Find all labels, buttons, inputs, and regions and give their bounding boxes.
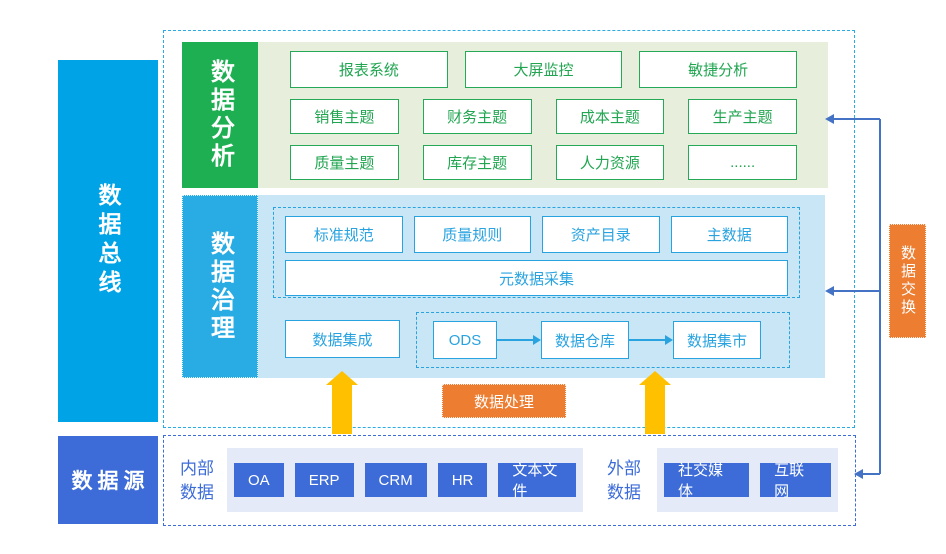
- left-arrowhead-icon: [825, 286, 834, 296]
- analysis-row-2: 销售主题 财务主题 成本主题 生产主题: [290, 99, 797, 134]
- up-arrowhead-icon: [326, 371, 358, 385]
- analysis-row-3: 质量主题 库存主题 人力资源 ......: [290, 145, 797, 180]
- left-arrowhead-icon: [825, 114, 834, 124]
- external-sources-strip: 社交媒体 互联网: [657, 448, 838, 512]
- analysis-row-1: 报表系统 大屏监控 敏捷分析: [290, 51, 798, 88]
- governance-section: 数据治理 标准规范 质量规则 资产目录 主数据 元数据采集 数据集成 ODS 数…: [182, 195, 825, 378]
- source-box-erp: ERP: [294, 463, 354, 497]
- governance-rules-frame: 标准规范 质量规则 资产目录 主数据 元数据采集: [273, 207, 800, 298]
- pipeline-box-warehouse: 数据仓库: [541, 321, 629, 359]
- flow-arrow-line: [497, 339, 533, 341]
- analysis-box-finance: 财务主题: [422, 99, 532, 134]
- up-arrow-shaft: [645, 385, 665, 434]
- up-arrow-shaft: [332, 385, 352, 434]
- exchange-vertical-line: [879, 119, 881, 474]
- exchange-arrow-line: [834, 290, 880, 292]
- internal-sources-strip: OA ERP CRM HR 文本文件: [227, 448, 583, 512]
- analysis-box-cost: 成本主题: [555, 99, 665, 134]
- source-box-hr: HR: [437, 463, 488, 497]
- flow-arrowhead-icon: [533, 335, 541, 345]
- analysis-box-hr: 人力资源: [555, 145, 665, 180]
- governance-body: 标准规范 质量规则 资产目录 主数据 元数据采集 数据集成 ODS 数据仓库 数…: [258, 195, 825, 378]
- analysis-box-report: 报表系统: [290, 51, 448, 88]
- analysis-box-quality: 质量主题: [290, 145, 399, 180]
- governance-box-quality-rules: 质量规则: [413, 216, 531, 253]
- upload-arrow-icon: [326, 371, 358, 434]
- up-arrowhead-icon: [639, 371, 671, 385]
- flow-arrowhead-icon: [665, 335, 673, 345]
- data-bus-bar: 数据总线: [58, 60, 158, 422]
- flow-arrow-line: [629, 339, 665, 341]
- governance-label-text: 数据治理: [206, 230, 234, 343]
- data-bus-label: 数据总线: [95, 183, 121, 299]
- data-source-label: 数据源: [71, 470, 150, 493]
- external-data-label: 外部数据: [607, 459, 641, 502]
- governance-box-master-data: 主数据: [670, 216, 788, 253]
- governance-box-asset-catalog: 资产目录: [542, 216, 660, 253]
- warehouse-pipeline-frame: ODS 数据仓库 数据集市: [416, 312, 790, 368]
- exchange-arrow-line: [863, 473, 880, 475]
- analysis-box-dashboard: 大屏监控: [464, 51, 623, 88]
- analysis-section-label: 数据分析: [182, 42, 258, 188]
- source-box-social: 社交媒体: [664, 462, 750, 500]
- data-exchange-label: 数据交换: [899, 245, 916, 317]
- analysis-label-text: 数据分析: [206, 59, 234, 171]
- left-arrowhead-icon: [854, 469, 863, 479]
- sources-dashed-frame: [163, 435, 856, 526]
- upload-arrow-icon: [639, 371, 671, 434]
- flow-arrow-icon: [497, 321, 541, 359]
- data-exchange-box: 数据交换: [889, 224, 926, 338]
- governance-row-1: 标准规范 质量规则 资产目录 主数据: [285, 216, 788, 253]
- analysis-body: 报表系统 大屏监控 敏捷分析 销售主题 财务主题 成本主题 生产主题 质量主题 …: [258, 42, 828, 188]
- source-box-internet: 互联网: [760, 462, 831, 500]
- source-box-oa: OA: [234, 463, 284, 497]
- pipeline-box-ods: ODS: [433, 321, 497, 359]
- governance-box-metadata-collection: 元数据采集: [285, 260, 788, 296]
- analysis-box-sales: 销售主题: [290, 99, 399, 134]
- pipeline-box-mart: 数据集市: [673, 321, 761, 359]
- main-dashed-frame: [163, 30, 855, 428]
- governance-section-label: 数据治理: [182, 195, 258, 378]
- data-source-rail: 数据源: [58, 436, 158, 524]
- data-processing-box: 数据处理: [442, 384, 566, 418]
- internal-data-label: 内部数据: [180, 459, 214, 502]
- flow-arrow-icon: [629, 321, 673, 359]
- analysis-section: 数据分析 报表系统 大屏监控 敏捷分析 销售主题 财务主题 成本主题 生产主题 …: [182, 42, 828, 188]
- analysis-box-more: ......: [688, 145, 797, 180]
- governance-box-standards: 标准规范: [285, 216, 403, 253]
- governance-box-data-integration: 数据集成: [285, 320, 400, 358]
- source-box-textfile: 文本文件: [498, 462, 576, 500]
- analysis-box-agile: 敏捷分析: [639, 51, 798, 88]
- source-box-crm: CRM: [364, 463, 427, 497]
- analysis-box-production: 生产主题: [688, 99, 797, 134]
- exchange-arrow-line: [834, 118, 880, 120]
- analysis-box-inventory: 库存主题: [422, 145, 532, 180]
